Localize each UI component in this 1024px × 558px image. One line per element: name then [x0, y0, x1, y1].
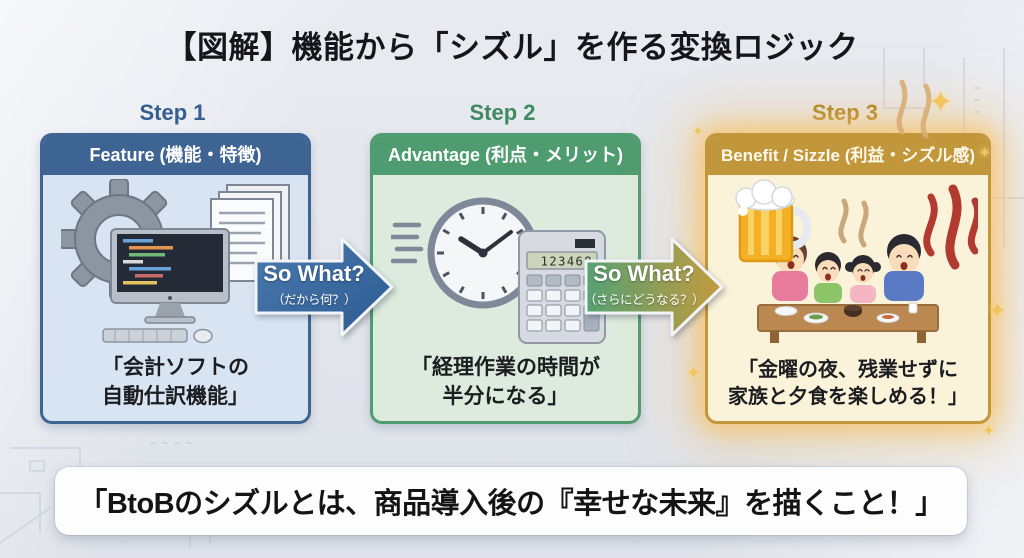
arrow1-text: So What? （だから何？） — [254, 261, 374, 308]
keyboard-icon — [101, 328, 188, 343]
sparkle-icon: ✦ — [988, 298, 1007, 323]
caption-line: 「会計ソフトの — [102, 356, 249, 380]
step3-benefit-card: Benefit / Sizzle (利益・シズル感) — [705, 133, 991, 424]
step2-caption: 「経理作業の時間が 半分になる」 — [373, 354, 638, 411]
caption-line: 家族と夕食を楽しめる！」 — [728, 386, 968, 408]
step2-body: 123468 — [373, 175, 638, 421]
step1-body: 「会計ソフトの 自動仕訳機能」 — [43, 175, 308, 421]
arrow-right-icon — [254, 237, 394, 337]
footer-text: 「BtoBのシズルとは、商品導入後の『幸せな未来』を描くこと！」 — [78, 488, 944, 520]
step3-header: Benefit / Sizzle (利益・シズル感) — [708, 136, 988, 175]
sparkle-icon: ✦ — [928, 86, 954, 119]
page-title: 【図解】機能から「シズル」を作る変換ロジック — [165, 30, 859, 65]
caption-line: 半分になる」 — [442, 384, 569, 408]
arrow1-title: So What? — [263, 261, 365, 286]
sparkle-icon: ✦ — [982, 423, 996, 440]
footer-banner: 「BtoBのシズルとは、商品導入後の『幸せな未来』を描くこと！」 — [55, 467, 967, 535]
step1-header: Feature (機能・特徴) — [43, 136, 308, 175]
clock-calculator-illustration: 123468 — [390, 197, 606, 344]
calculator-icon: 123468 — [517, 230, 606, 344]
code-lines — [122, 239, 173, 285]
sparkle-icon: ✦ — [686, 363, 702, 383]
sizzle-steam-icon — [923, 184, 978, 270]
sparkle-icon: ✦ — [692, 123, 704, 139]
steam-swirl-icon — [896, 79, 932, 139]
computer-monitor-icon — [109, 228, 230, 324]
calculator-display: 123468 — [540, 255, 592, 269]
step1-label: Step 1 — [139, 100, 206, 125]
clock-icon — [427, 197, 538, 309]
step3-caption: 「金曜の夜、残業せずに 家族と夕食を楽しめる！」 — [708, 357, 988, 411]
caption-line: 「経理作業の時間が — [411, 356, 600, 380]
step3-body: 「金曜の夜、残業せずに 家族と夕食を楽しめる！」 — [708, 175, 988, 421]
so-what-arrow-2: So What? （さらにどうなる？） — [584, 235, 724, 339]
so-what-arrow-1: So What? （だから何？） — [254, 235, 394, 339]
dishes-icon — [774, 302, 918, 324]
step2-header: Advantage (利点・メリット) — [373, 136, 638, 175]
arrow2-text: So What? （さらにどうなる？） — [584, 261, 705, 308]
step2-label: Step 2 — [469, 100, 536, 125]
caption-line: 自動仕訳機能」 — [102, 384, 249, 408]
step2-advantage-card: Advantage (利点・メリット) — [370, 133, 641, 424]
arrow1-subtitle: （だから何？） — [271, 293, 357, 308]
beer-mug-icon — [735, 179, 811, 263]
step3-label: Step 3 — [811, 100, 879, 125]
family-dinner-illustration — [735, 179, 978, 343]
caption-line: 「金曜の夜、残業せずに — [738, 359, 958, 381]
step1-caption: 「会計ソフトの 自動仕訳機能」 — [43, 354, 308, 411]
speed-lines-icon — [390, 222, 423, 264]
dinner-table-icon — [757, 304, 939, 343]
arrow2-title: So What? — [593, 261, 695, 286]
gear-documents-computer-illustration — [60, 179, 290, 344]
arrow2-subtitle: （さらにどうなる？） — [584, 293, 705, 308]
mouse-icon — [192, 328, 213, 344]
arrow-right-icon — [584, 237, 724, 337]
sparkle-icon: ✦ — [978, 145, 992, 162]
steam-icon — [838, 198, 869, 248]
